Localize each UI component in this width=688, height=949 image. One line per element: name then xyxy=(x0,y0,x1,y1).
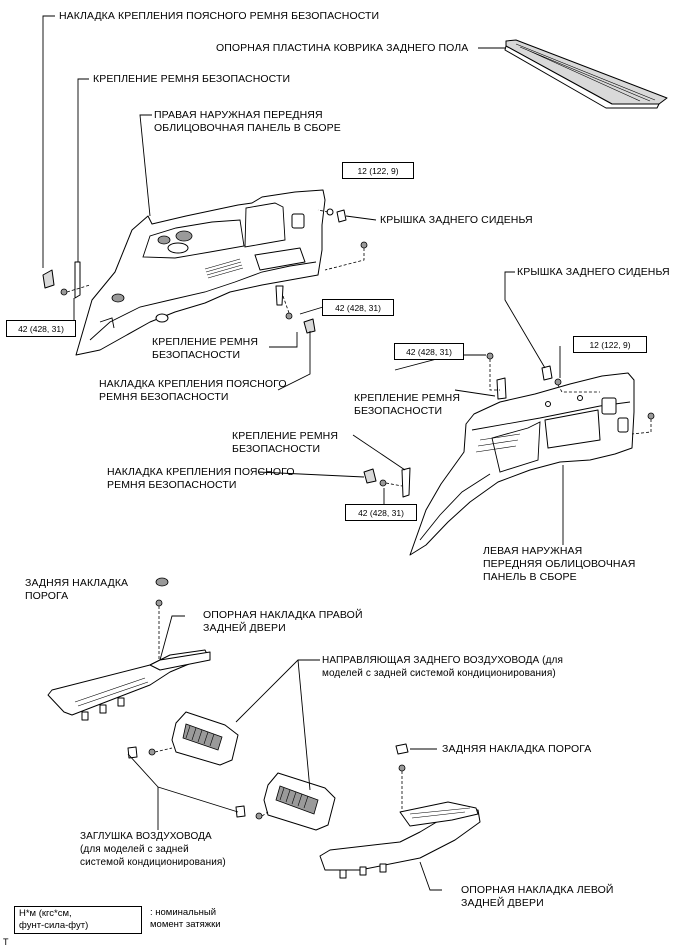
label-rh-door-scuff-line1: ОПОРНАЯ НАКЛАДКА ПРАВОЙ xyxy=(203,609,363,621)
legend-unit-line1: Н*м (кгс*см, xyxy=(19,908,72,919)
label-rear-floor-mat-plate: ОПОРНАЯ ПЛАСТИНА КОВРИКА ЗАДНЕГО ПОЛА xyxy=(216,42,469,54)
label-scuff-top: ЗАДНЯЯ НАКЛАДКА ПОРОГА xyxy=(25,577,128,603)
lh-rear-door-scuff-plate xyxy=(319,743,481,879)
torque-box-belt-rh: 42 (428, 31) xyxy=(6,320,76,337)
corner-mark: T xyxy=(3,937,9,947)
label-belt-anchor-mid-line1: КРЕПЛЕНИЕ РЕМНЯ xyxy=(152,336,259,348)
label-rh-door-scuff-line2: ЗАДНЕЙ ДВЕРИ xyxy=(203,622,286,634)
duct-plugs xyxy=(127,746,269,820)
label-belt-anchor-mid-line2: БЕЗОПАСНОСТИ xyxy=(152,349,241,361)
label-belt-anchor-low: КРЕПЛЕНИЕ РЕМНЯ БЕЗОПАСНОСТИ xyxy=(232,430,338,456)
label-lh-trim-panel-line1: ЛЕВАЯ НАРУЖНАЯ xyxy=(483,545,583,557)
bolt-lh-1 xyxy=(486,352,494,360)
torque-box-belt-low: 42 (428, 31) xyxy=(345,504,417,521)
label-lap-cover-mid-line1: НАКЛАДКА КРЕПЛЕНИЯ ПОЯСНОГО xyxy=(99,378,287,390)
label-duct-guide-line2: моделей с задней системой кондиционирова… xyxy=(322,668,556,679)
label-duct-guide-line1: НАПРАВЛЯЮЩАЯ ЗАДНЕГО ВОЗДУХОВОДА (для xyxy=(322,655,563,666)
torque-box-belt-lh: 42 (428, 31) xyxy=(394,343,464,360)
label-lap-cover-low: НАКЛАДКА КРЕПЛЕНИЯ ПОЯСНОГО РЕМНЯ БЕЗОПА… xyxy=(107,466,295,492)
label-belt-anchor-low-line1: КРЕПЛЕНИЕ РЕМНЯ xyxy=(232,430,339,442)
label-lap-cover-low-line2: РЕМНЯ БЕЗОПАСНОСТИ xyxy=(107,479,237,491)
belt-anchor-mid xyxy=(275,285,284,306)
rear-duct-guide-lower xyxy=(263,772,336,831)
label-rh-trim-panel: ПРАВАЯ НАРУЖНАЯ ПЕРЕДНЯЯ ОБЛИЦОВОЧНАЯ ПА… xyxy=(154,109,341,135)
rear-seat-cover-lh xyxy=(541,365,553,381)
label-lap-belt-cover-top: НАКЛАДКА КРЕПЛЕНИЯ ПОЯСНОГО РЕМНЯ БЕЗОПА… xyxy=(59,10,380,22)
label-lh-door-scuff-line2: ЗАДНЕЙ ДВЕРИ xyxy=(461,897,544,909)
leader-lines xyxy=(42,15,564,891)
belt-anchor-low xyxy=(401,467,411,498)
lap-belt-cover-low xyxy=(363,468,377,484)
clip-lh xyxy=(647,412,655,420)
bolt-rh-1 xyxy=(60,288,68,296)
label-rh-door-scuff: ОПОРНАЯ НАКЛАДКА ПРАВОЙ ЗАДНЕЙ ДВЕРИ xyxy=(203,609,363,635)
label-rh-trim-panel-line1: ПРАВАЯ НАРУЖНАЯ ПЕРЕДНЯЯ xyxy=(154,109,323,121)
torque-box-belt-mid: 42 (428, 31) xyxy=(322,299,394,316)
label-duct-guide: НАПРАВЛЯЮЩАЯ ЗАДНЕГО ВОЗДУХОВОДА (для мо… xyxy=(322,654,563,680)
legend-unit-line2: фунт-сила-фут) xyxy=(19,920,89,931)
label-duct-plug-line2: (для моделей с задней xyxy=(80,844,189,855)
label-lap-cover-mid-line2: РЕМНЯ БЕЗОПАСНОСТИ xyxy=(99,391,229,403)
bolt-lh-top xyxy=(554,378,562,386)
label-belt-anchor-mid: КРЕПЛЕНИЕ РЕМНЯ БЕЗОПАСНОСТИ xyxy=(152,336,258,362)
label-duct-plug-line3: системой кондиционирования) xyxy=(80,857,226,868)
label-lh-door-scuff: ОПОРНАЯ НАКЛАДКА ЛЕВОЙ ЗАДНЕЙ ДВЕРИ xyxy=(461,884,614,910)
rear-duct-guide-upper xyxy=(171,711,239,766)
scuff-clip-right xyxy=(395,743,409,755)
bolt-rh-2 xyxy=(285,312,293,320)
label-belt-anchor-low-line2: БЕЗОПАСНОСТИ xyxy=(232,443,321,455)
label-lh-door-scuff-line1: ОПОРНАЯ НАКЛАДКА ЛЕВОЙ xyxy=(461,884,614,896)
lh-small-parts xyxy=(363,352,655,498)
clip-rh xyxy=(360,241,368,249)
screw-scuff-right xyxy=(398,764,406,772)
rh-quarter-trim-panel xyxy=(75,189,334,356)
belt-anchor-rh xyxy=(74,261,81,299)
label-lap-cover-mid: НАКЛАДКА КРЕПЛЕНИЯ ПОЯСНОГО РЕМНЯ БЕЗОПА… xyxy=(99,378,287,404)
torque-legend-box: Н*м (кгс*см, фунт-сила-фут) xyxy=(14,906,142,934)
label-belt-anchor-right: КРЕПЛЕНИЕ РЕМНЯ БЕЗОПАСНОСТИ xyxy=(354,392,460,418)
label-belt-anchor-right-line1: КРЕПЛЕНИЕ РЕМНЯ xyxy=(354,392,461,404)
legend-desc-line2: момент затяжки xyxy=(150,919,221,930)
lap-belt-cover-rh xyxy=(42,269,55,289)
label-lh-trim-panel-line3: ПАНЕЛЬ В СБОРЕ xyxy=(483,571,577,583)
rh-rear-door-scuff-plate xyxy=(47,577,211,721)
label-rh-trim-panel-line2: ОБЛИЦОВОЧНАЯ ПАНЕЛЬ В СБОРЕ xyxy=(154,122,341,134)
label-scuff-top-line1: ЗАДНЯЯ НАКЛАДКА xyxy=(25,577,129,589)
label-lh-trim-panel: ЛЕВАЯ НАРУЖНАЯ ПЕРЕДНЯЯ ОБЛИЦОВОЧНАЯ ПАН… xyxy=(483,545,635,584)
lh-quarter-trim-panel xyxy=(409,372,635,556)
label-lap-cover-low-line1: НАКЛАДКА КРЕПЛЕНИЯ ПОЯСНОГО xyxy=(107,466,295,478)
label-lh-trim-panel-line2: ПЕРЕДНЯЯ ОБЛИЦОВОЧНАЯ xyxy=(483,558,636,570)
label-duct-plug-line1: ЗАГЛУШКА ВОЗДУХОВОДА xyxy=(80,831,212,842)
label-scuff-right: ЗАДНЯЯ НАКЛАДКА ПОРОГА xyxy=(442,743,592,755)
legend-desc-line1: : номинальный xyxy=(150,907,217,918)
rear-seat-cover-rh xyxy=(336,209,347,223)
screw-scuff-top xyxy=(155,599,163,607)
scuff-clip-top xyxy=(155,577,169,587)
lap-belt-cover-mid xyxy=(303,318,316,334)
belt-anchor-lh xyxy=(496,377,507,400)
label-rear-seat-cover-rh: КРЫШКА ЗАДНЕГО СИДЕНЬЯ xyxy=(380,214,533,226)
torque-box-seat-cover-rh: 12 (122, 9) xyxy=(342,162,414,179)
torque-legend-description: : номинальный момент затяжки xyxy=(150,907,221,931)
bolt-lh-2 xyxy=(379,479,387,487)
rh-small-parts xyxy=(42,209,368,334)
label-belt-anchor-right-line2: БЕЗОПАСНОСТИ xyxy=(354,405,443,417)
label-belt-anchor-top: КРЕПЛЕНИЕ РЕМНЯ БЕЗОПАСНОСТИ xyxy=(93,73,291,85)
rear-floor-mat-support-plate xyxy=(504,39,668,109)
label-scuff-top-line2: ПОРОГА xyxy=(25,590,69,602)
torque-box-seat-cover-lh: 12 (122, 9) xyxy=(573,336,647,353)
label-rear-seat-cover-lh: КРЫШКА ЗАДНЕГО СИДЕНЬЯ xyxy=(517,266,670,278)
label-duct-plug: ЗАГЛУШКА ВОЗДУХОВОДА (для моделей с задн… xyxy=(80,830,226,869)
